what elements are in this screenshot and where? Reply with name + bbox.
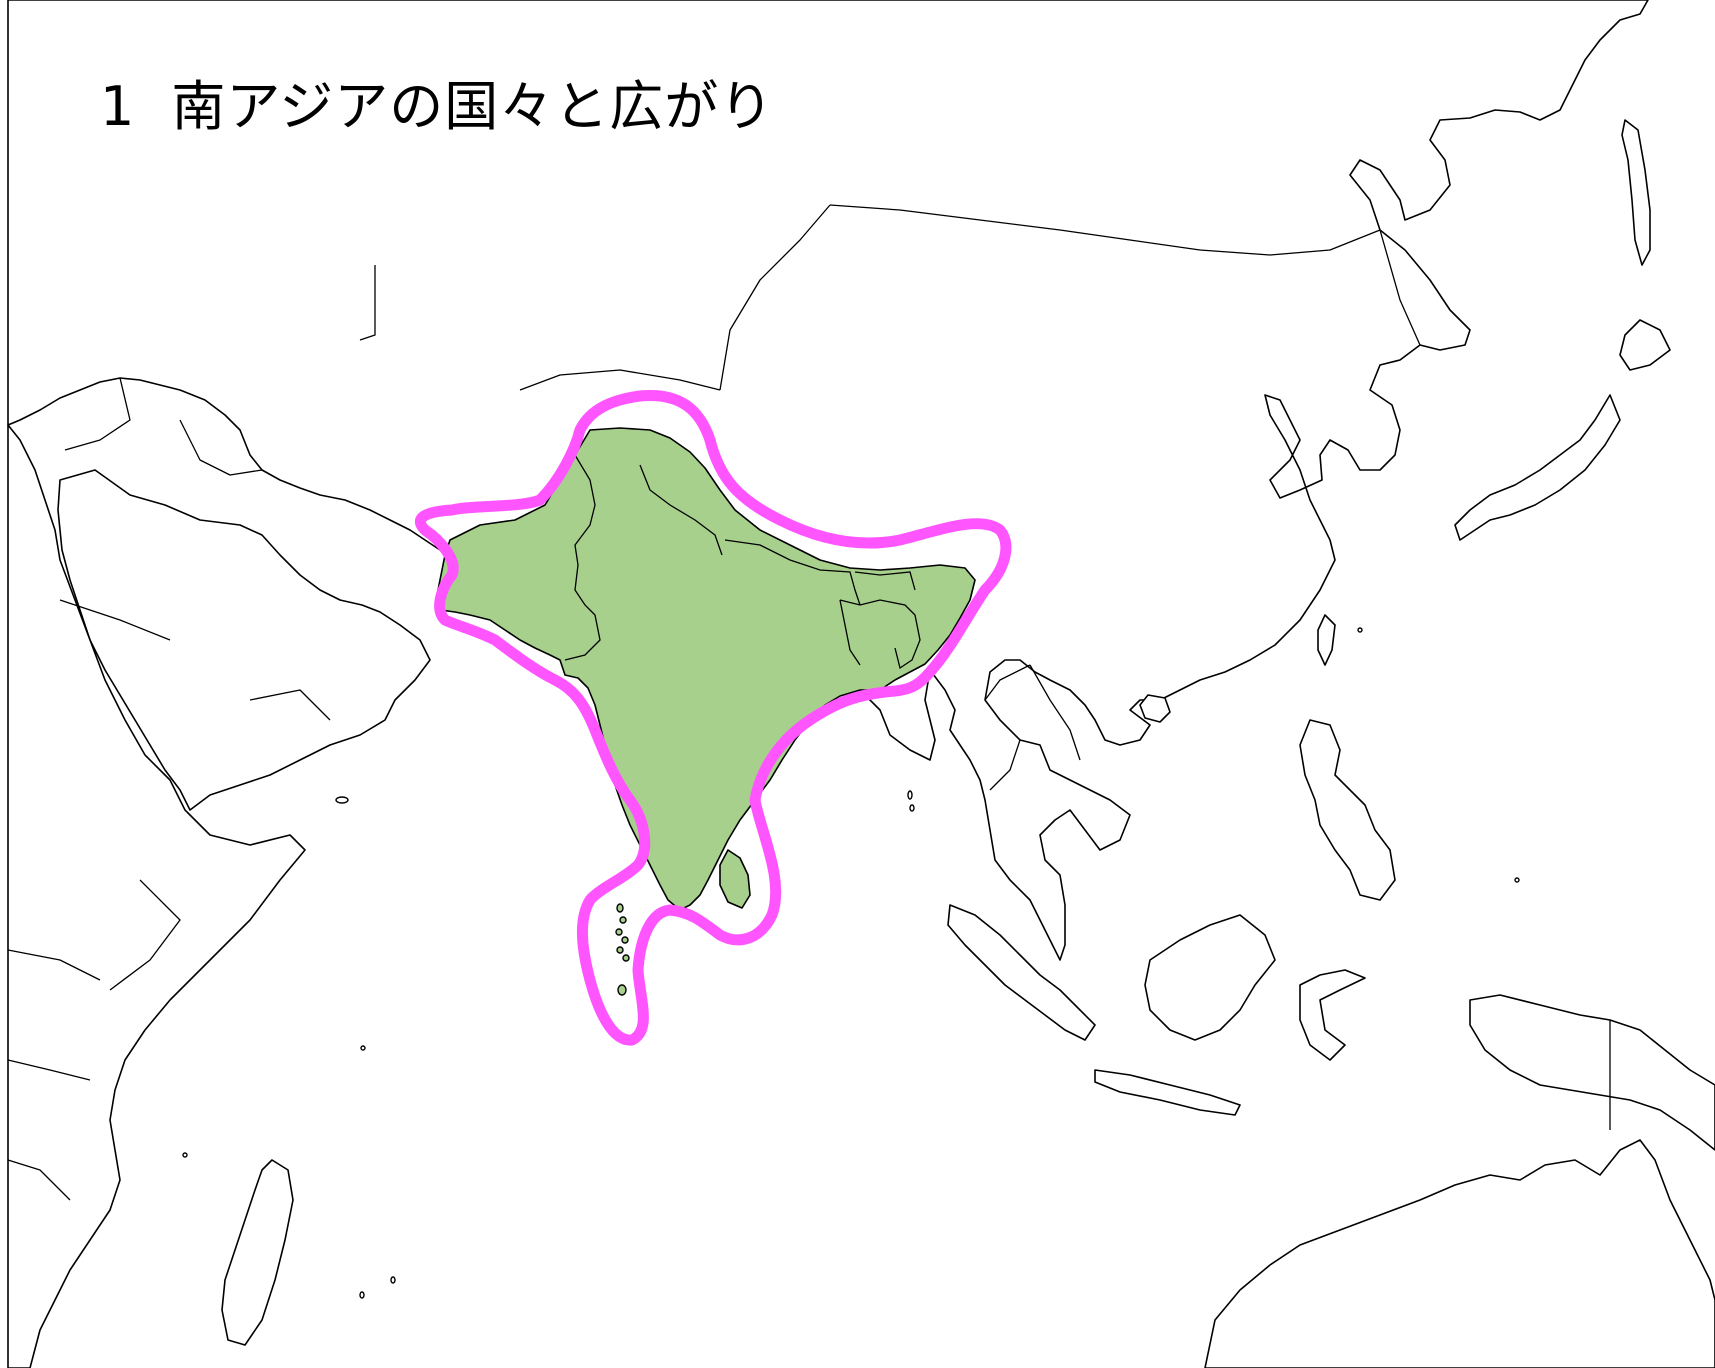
south-asia-region xyxy=(437,427,976,996)
philippines xyxy=(1299,719,1396,901)
taiwan xyxy=(1317,614,1336,666)
borneo xyxy=(1144,914,1276,1041)
madagascar xyxy=(221,1159,294,1346)
map-title: 1 南アジアの国々と広がり xyxy=(100,62,774,141)
country-borders xyxy=(7,204,1611,1201)
sri-lanka xyxy=(719,849,751,909)
sakhalin xyxy=(1621,119,1651,266)
south-asia-mainland xyxy=(437,427,976,911)
maldives xyxy=(615,903,630,996)
sulawesi xyxy=(1299,969,1366,1061)
sumatra xyxy=(947,904,1096,1041)
australia xyxy=(1204,1139,1715,1368)
title-text: 南アジアの国々と広がり xyxy=(171,75,775,138)
new-guinea xyxy=(1469,994,1715,1151)
south-asia-outline xyxy=(415,389,1012,1046)
hokkaido xyxy=(1619,319,1671,371)
arabian-peninsula xyxy=(57,469,431,811)
title-number: 1 xyxy=(100,75,136,138)
small-islands xyxy=(182,627,1520,1299)
hainan xyxy=(1139,694,1171,723)
java xyxy=(1094,1069,1241,1116)
japan xyxy=(1454,394,1621,541)
